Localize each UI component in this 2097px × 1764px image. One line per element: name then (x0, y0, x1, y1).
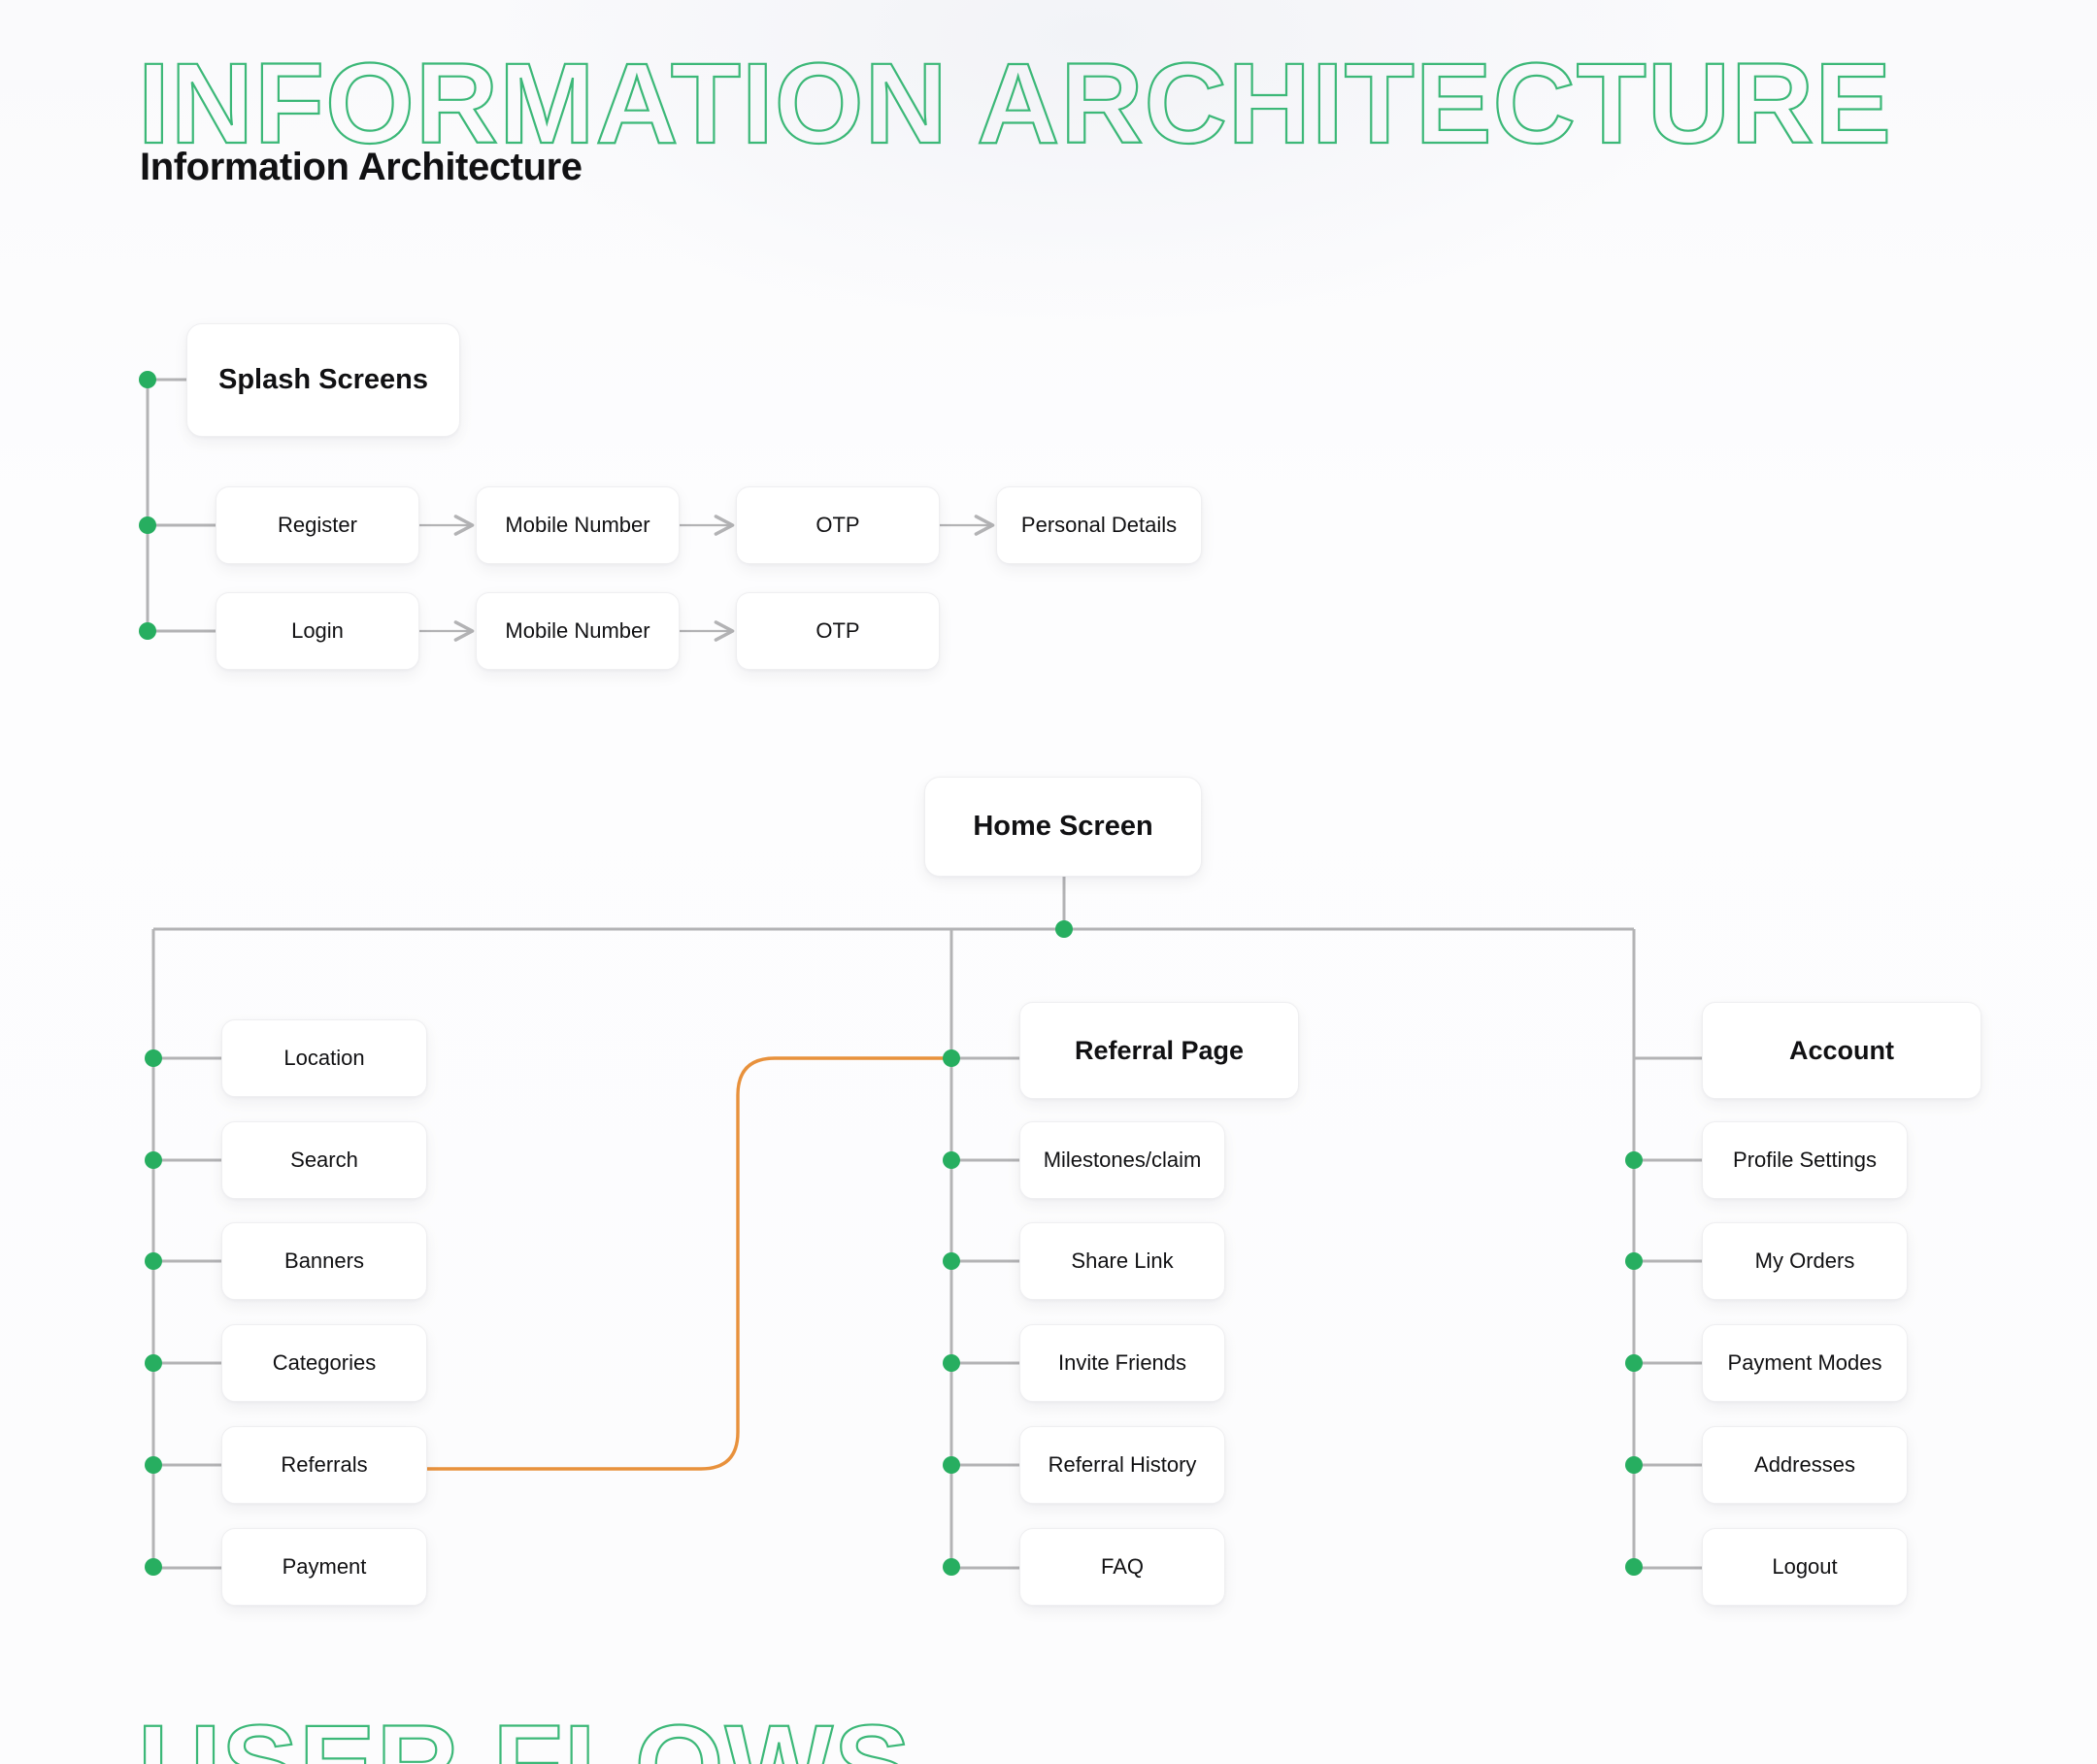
rail-dot-profile-settings (1625, 1151, 1643, 1169)
node-profile-settings[interactable]: Profile Settings (1702, 1121, 1908, 1199)
rail-dot-faq (943, 1558, 960, 1576)
node-referral-page[interactable]: Referral Page (1019, 1002, 1299, 1099)
rail-dot-categories (145, 1354, 162, 1372)
node-login-mobile-number[interactable]: Mobile Number (476, 592, 680, 670)
rail-dot-my-orders (1625, 1252, 1643, 1270)
node-my-orders[interactable]: My Orders (1702, 1222, 1908, 1300)
page-title: Information Architecture (140, 146, 582, 188)
rail-dot-splash (139, 371, 156, 388)
rail-dot-logout (1625, 1558, 1643, 1576)
node-banners[interactable]: Banners (221, 1222, 427, 1300)
cross-link-referrals-to-referral-page (425, 1056, 953, 1471)
rail-dot-banners (145, 1252, 162, 1270)
rail-dot-register (139, 516, 156, 534)
node-addresses[interactable]: Addresses (1702, 1426, 1908, 1504)
rail-dot-invite-friends (943, 1354, 960, 1372)
page-title-outline: INFORMATION ARCHITECTURE (137, 40, 1892, 168)
rail-dot-location (145, 1049, 162, 1067)
node-payment[interactable]: Payment (221, 1528, 427, 1606)
node-splash-screens[interactable]: Splash Screens (186, 323, 460, 437)
rail-dot-referral-page (943, 1049, 960, 1067)
bus-dot-home-screen (1055, 920, 1073, 938)
node-milestones-claim[interactable]: Milestones/claim (1019, 1121, 1225, 1199)
node-account[interactable]: Account (1702, 1002, 1981, 1099)
rail-dot-payment-modes (1625, 1354, 1643, 1372)
node-referrals[interactable]: Referrals (221, 1426, 427, 1504)
node-invite-friends[interactable]: Invite Friends (1019, 1324, 1225, 1402)
node-home-screen[interactable]: Home Screen (924, 777, 1202, 877)
node-share-link[interactable]: Share Link (1019, 1222, 1225, 1300)
rail-dot-login (139, 622, 156, 640)
node-login-otp[interactable]: OTP (736, 592, 940, 670)
node-register[interactable]: Register (216, 486, 419, 564)
node-register-mobile-number[interactable]: Mobile Number (476, 486, 680, 564)
rail-dot-search (145, 1151, 162, 1169)
node-location[interactable]: Location (221, 1019, 427, 1097)
rail-dot-payment (145, 1558, 162, 1576)
node-register-personal-details[interactable]: Personal Details (996, 486, 1202, 564)
rail-dot-milestones-claim (943, 1151, 960, 1169)
node-logout[interactable]: Logout (1702, 1528, 1908, 1606)
node-register-otp[interactable]: OTP (736, 486, 940, 564)
node-payment-modes[interactable]: Payment Modes (1702, 1324, 1908, 1402)
node-login[interactable]: Login (216, 592, 419, 670)
node-search[interactable]: Search (221, 1121, 427, 1199)
rail-dot-share-link (943, 1252, 960, 1270)
node-faq[interactable]: FAQ (1019, 1528, 1225, 1606)
footer-title-outline: USER FLOWS (137, 1708, 912, 1764)
rail-dot-addresses (1625, 1456, 1643, 1474)
rail-dot-referral-history (943, 1456, 960, 1474)
node-referral-history[interactable]: Referral History (1019, 1426, 1225, 1504)
node-categories[interactable]: Categories (221, 1324, 427, 1402)
rail-dot-referrals (145, 1456, 162, 1474)
